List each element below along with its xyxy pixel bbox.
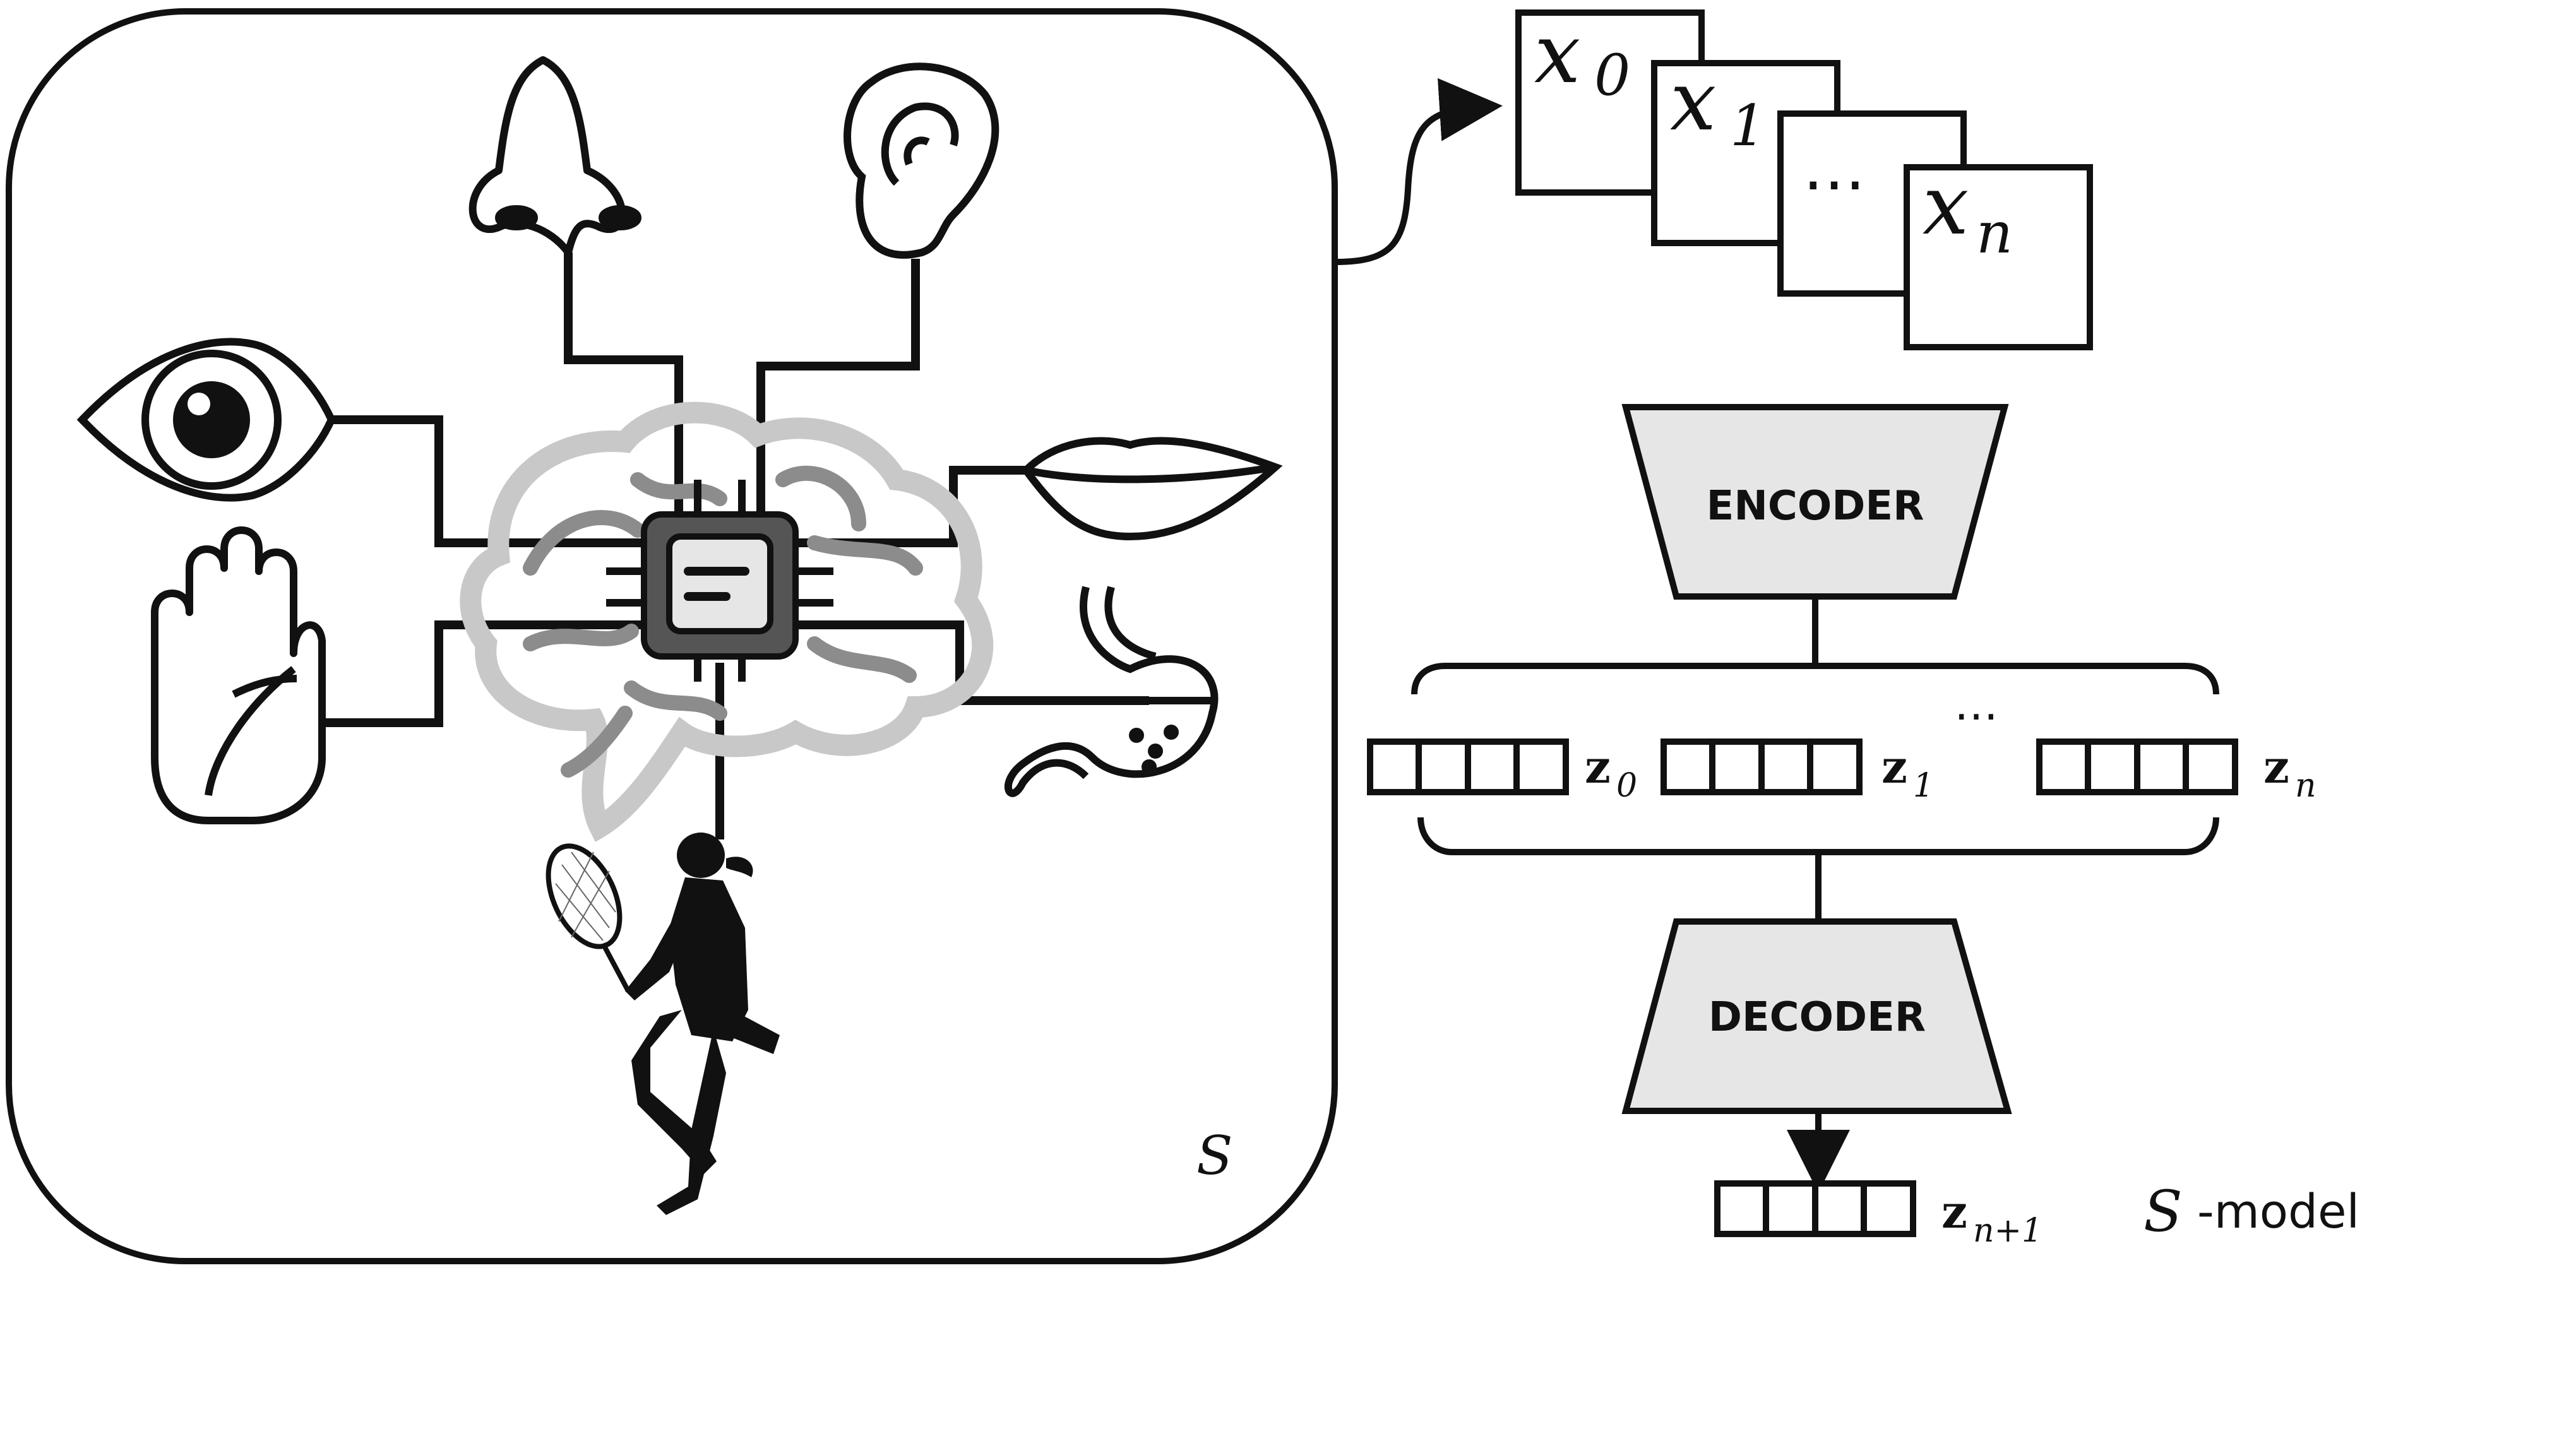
svg-text:z: z — [1881, 740, 1907, 793]
frame-xn: x n — [1904, 157, 2093, 350]
svg-text:n: n — [2295, 767, 2317, 805]
stomach-icon — [1004, 586, 1219, 797]
nose-icon — [468, 56, 641, 256]
svg-text:z: z — [1585, 740, 1611, 793]
svg-text:z: z — [2263, 740, 2289, 793]
encoder-block: ENCODER — [1621, 404, 2009, 600]
svg-text:z: z — [1941, 1185, 1967, 1238]
latent-brace-bottom — [1417, 817, 2219, 855]
brain-icon — [460, 401, 994, 843]
latent-ellipsis: … — [1954, 679, 1998, 730]
model-caption: S -model — [2144, 1178, 2359, 1245]
latent-brace-top — [1411, 663, 2219, 695]
tennis-player-icon — [546, 833, 780, 1215]
svg-text:n: n — [1976, 200, 2013, 266]
decoder-block: DECODER — [1621, 918, 2012, 1114]
chip-icon — [606, 480, 833, 682]
svg-text:x: x — [1534, 6, 1580, 102]
sensory-wires — [322, 252, 1149, 839]
encoder-label: ENCODER — [1707, 483, 1924, 530]
panel-s-label: S — [1196, 1125, 1233, 1187]
eye-icon — [76, 338, 336, 502]
panel-to-frames-arrow — [1334, 78, 1503, 265]
sensory-system-panel: S — [6, 8, 1338, 1264]
latent-vectors: z 0 z 1 … z n — [1367, 679, 2317, 805]
svg-text:0: 0 — [1594, 42, 1630, 109]
svg-text:0: 0 — [1616, 767, 1637, 805]
latent-z1: z 1 — [1661, 738, 1934, 805]
latent-z0: z 0 — [1367, 738, 1637, 805]
latent-zn: z n — [2036, 738, 2317, 805]
hand-icon — [151, 526, 326, 824]
mouth-icon — [1021, 437, 1283, 541]
svg-text:x: x — [1670, 53, 1716, 149]
svg-text:S: S — [2144, 1178, 2183, 1245]
svg-text:1: 1 — [1730, 93, 1766, 159]
svg-text:n+1: n+1 — [1973, 1212, 2042, 1250]
decoder-label: DECODER — [1708, 994, 1926, 1041]
svg-text:…: … — [1803, 131, 1866, 205]
latent-output: z n+1 — [1714, 1180, 2042, 1250]
input-frames: x 0 x 1 … x n — [1515, 6, 2093, 350]
svg-text:1: 1 — [1913, 767, 1934, 805]
svg-text:-model: -model — [2197, 1185, 2359, 1239]
ear-icon — [844, 62, 999, 259]
svg-text:x: x — [1923, 157, 1969, 253]
